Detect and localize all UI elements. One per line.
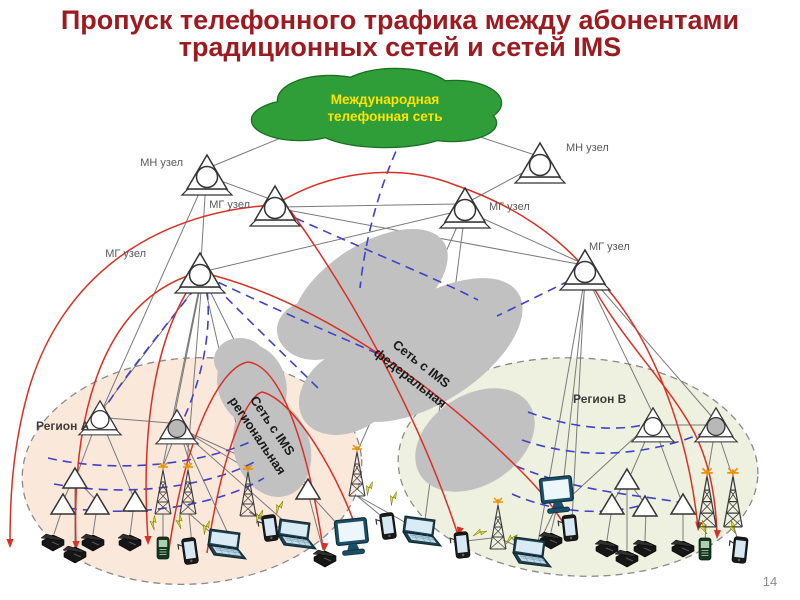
mn-node-icon xyxy=(514,142,566,184)
mg-node-label: МГ узел xyxy=(489,201,530,213)
slide-title-line2: традиционных сетей и сетей IMS xyxy=(179,32,621,62)
international-cloud-label-line1: Международная xyxy=(331,92,439,107)
slide-title-line1: Пропуск телефонного трафика между абонен… xyxy=(61,5,739,35)
mg-node-label: МГ узел xyxy=(105,248,146,260)
monitor-icon xyxy=(333,516,371,557)
mg-node-icon xyxy=(174,252,226,294)
laptop-icon xyxy=(402,515,442,547)
regional-ims-cloud xyxy=(214,338,312,497)
mg-node-label: МГ узел xyxy=(589,241,630,253)
lightning-bolt-icon xyxy=(385,490,401,506)
traffic-curves xyxy=(9,171,718,557)
mg-node-icon xyxy=(559,249,611,291)
traffic-arrowhead xyxy=(6,539,14,548)
mn-node-label: МН узел xyxy=(140,157,183,169)
international-cloud: Международная телефонная сеть xyxy=(250,67,503,149)
mn-node-label: МН узел xyxy=(566,142,609,154)
region-a-label: Регион А xyxy=(36,419,90,433)
smartphone-icon xyxy=(374,511,398,542)
region-b-label: Регион В xyxy=(573,392,627,406)
smartphone-icon xyxy=(727,535,749,565)
mobile-phone-icon xyxy=(156,536,170,560)
desk-phone-icon xyxy=(312,549,337,568)
mg-node-label: МГ узел xyxy=(209,199,250,211)
mobile-phone-icon xyxy=(698,537,712,561)
page-number: 14 xyxy=(763,574,777,589)
federal-ims-cloud xyxy=(277,228,535,492)
international-cloud-label-line2: телефонная сеть xyxy=(327,109,442,124)
